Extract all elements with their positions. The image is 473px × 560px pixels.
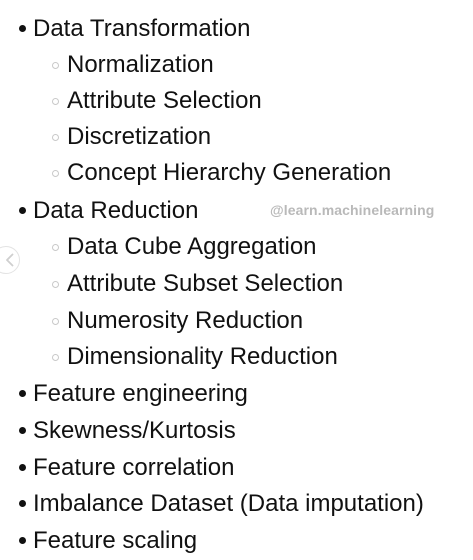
watermark: @learn.machinelearning (270, 202, 435, 218)
hollow-bullet-icon (52, 354, 59, 361)
list-item: Data Transformation (0, 8, 473, 44)
list-item: Numerosity Reduction (0, 300, 473, 336)
list-item-label: Attribute Subset Selection (67, 270, 344, 297)
hollow-bullet-icon (52, 244, 59, 251)
bullet-icon (19, 207, 26, 214)
list-item: Skewness/Kurtosis (0, 410, 473, 446)
list-item-label: Normalization (67, 51, 214, 78)
list-item-label: Feature engineering (33, 380, 248, 407)
list-item-label: Feature correlation (33, 454, 235, 481)
list-item-label: Concept Hierarchy Generation (67, 159, 392, 186)
list-item-label: Attribute Selection (67, 87, 262, 114)
list-item-label: Dimensionality Reduction (67, 343, 338, 370)
bullet-icon (19, 25, 26, 32)
hollow-bullet-icon (52, 62, 59, 69)
chevron-left-icon (6, 253, 14, 267)
list-item: Data Reduction (0, 190, 473, 226)
hollow-bullet-icon (52, 98, 59, 105)
list-item: Feature scaling (0, 520, 473, 556)
list-item-label: Numerosity Reduction (67, 307, 304, 334)
list-item: Data Cube Aggregation (0, 226, 473, 262)
list-item-label: Imbalance Dataset (Data imputation) (33, 490, 424, 517)
bullet-icon (19, 537, 26, 544)
list-item: Attribute Subset Selection (0, 263, 473, 299)
list-item: Dimensionality Reduction (0, 336, 473, 372)
hollow-bullet-icon (52, 170, 59, 177)
hollow-bullet-icon (52, 134, 59, 141)
list-item-label: Discretization (67, 123, 212, 150)
bullet-icon (19, 427, 26, 434)
list-item: Feature correlation (0, 447, 473, 483)
list-item-label: Skewness/Kurtosis (33, 417, 236, 444)
bullet-icon (19, 390, 26, 397)
list-item-label: Data Cube Aggregation (67, 233, 317, 260)
list-item-label: Feature scaling (33, 527, 198, 554)
list-item: Feature engineering (0, 373, 473, 409)
list-item: Discretization (0, 116, 473, 152)
bullet-icon (19, 500, 26, 507)
list-item: Attribute Selection (0, 80, 473, 116)
hollow-bullet-icon (52, 318, 59, 325)
list-item: Imbalance Dataset (Data imputation) (0, 483, 473, 519)
list-item: Normalization (0, 44, 473, 80)
list-item-label: Data Reduction (33, 197, 199, 224)
list-item: Concept Hierarchy Generation (0, 152, 473, 188)
bullet-icon (19, 464, 26, 471)
hollow-bullet-icon (52, 281, 59, 288)
list-item-label: Data Transformation (33, 15, 251, 42)
